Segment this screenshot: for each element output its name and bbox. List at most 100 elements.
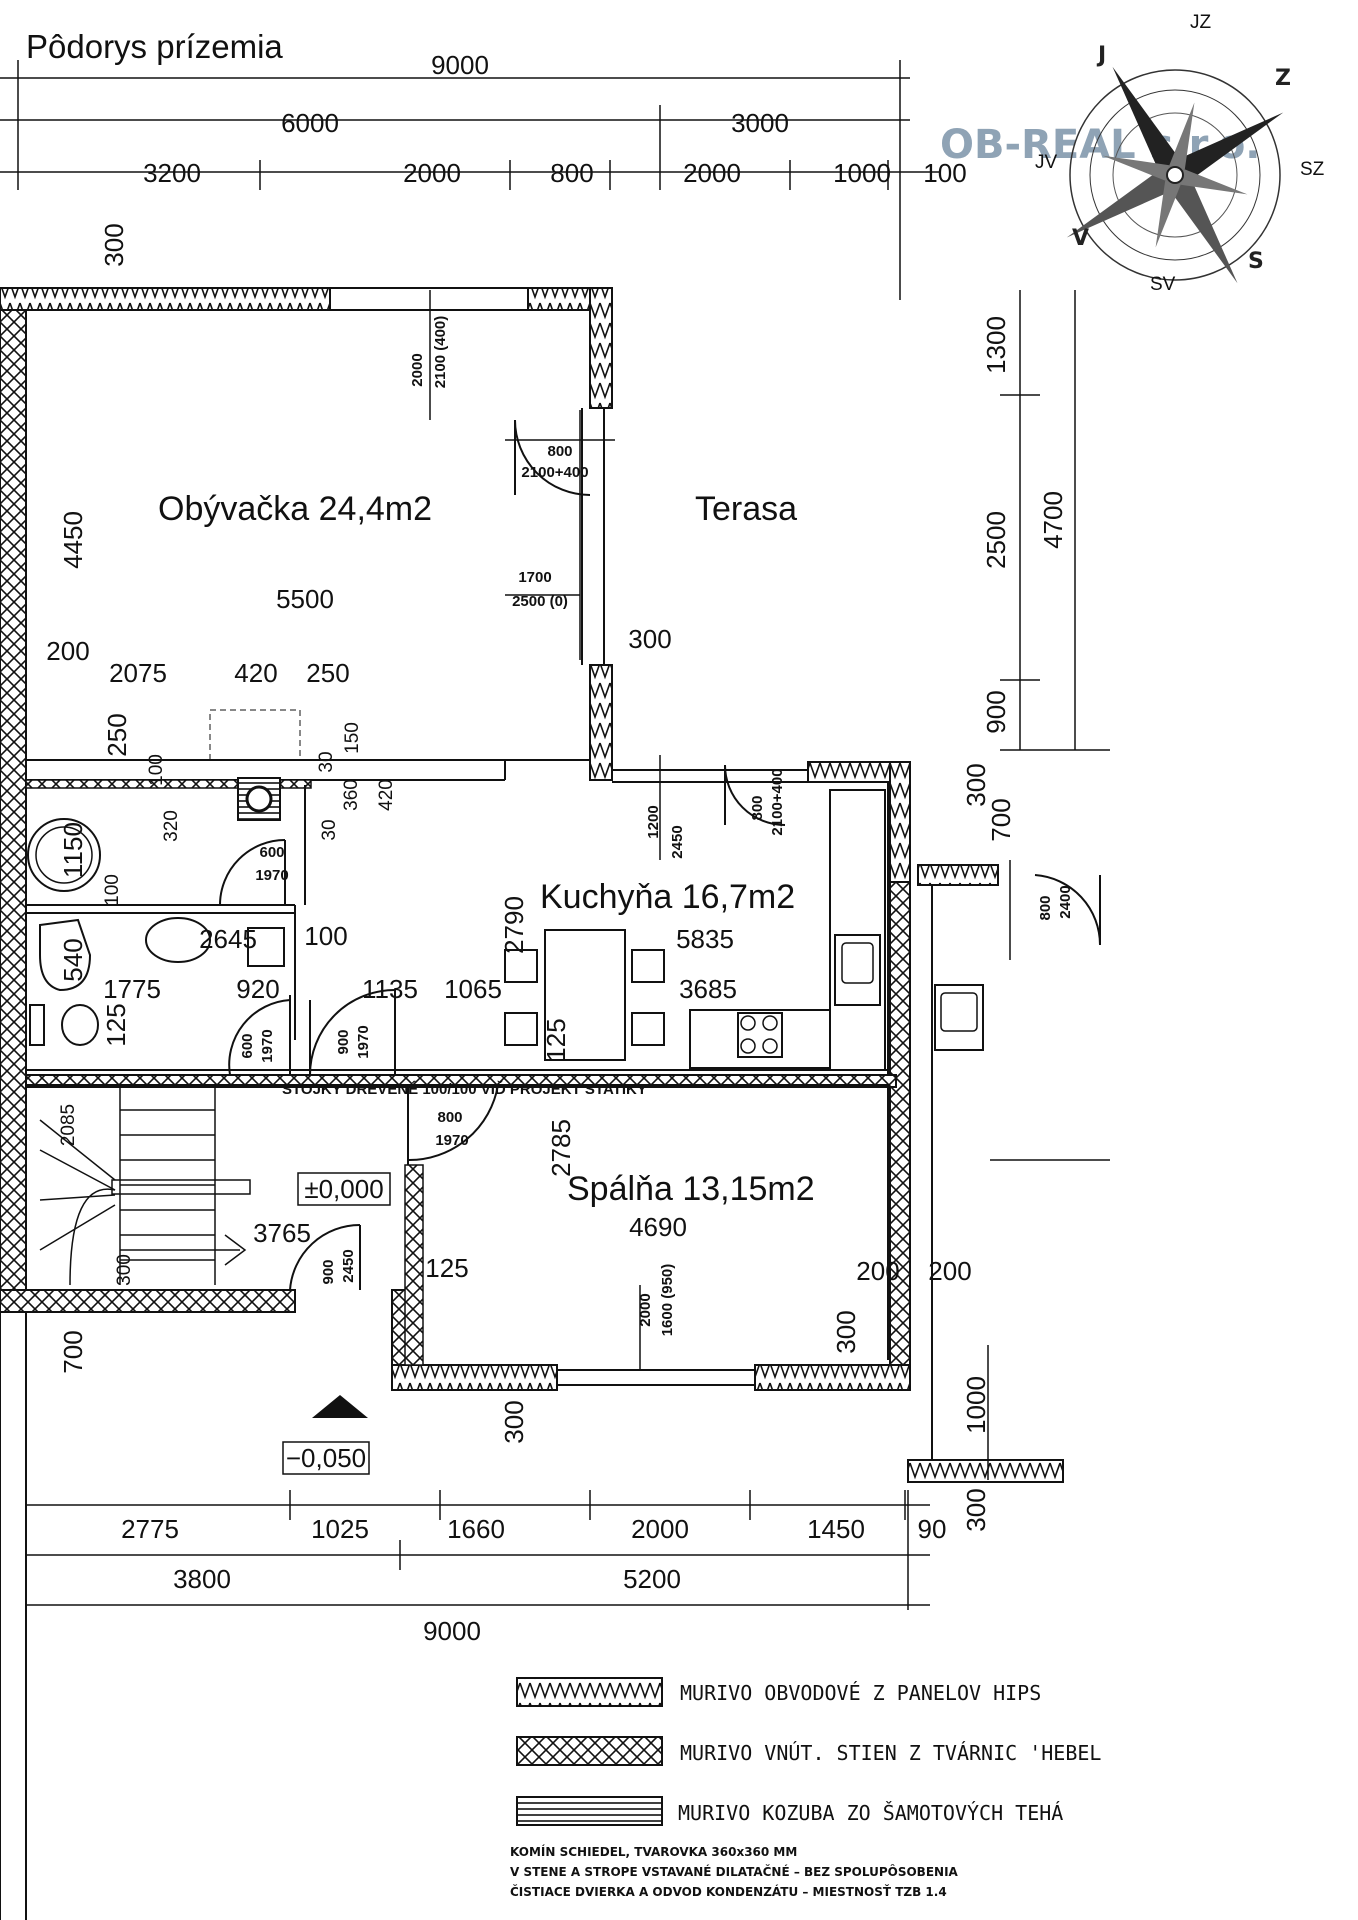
dim-bottom-2775: 2775 xyxy=(121,1514,179,1544)
level-box-main xyxy=(297,1172,391,1206)
opening-door-kitchen: 800 2100+400 xyxy=(749,768,786,835)
dim-bottom-3800: 3800 xyxy=(173,1564,231,1594)
compass-label-jv: JV xyxy=(1035,152,1058,173)
opening-win-living-top: 2000 2100 (400) xyxy=(409,316,449,389)
dim-300-stair: 300 xyxy=(114,1254,135,1286)
svg-text:2100+400: 2100+400 xyxy=(521,464,588,481)
dim-920: 920 xyxy=(236,974,279,1004)
dim-bottom-1450: 1450 xyxy=(807,1514,865,1544)
dim-100b: 100 xyxy=(102,874,123,906)
dim-300-bed: 300 xyxy=(831,1310,861,1353)
stojky-note: STOJKY DREVENÉ 100/100 VIĎ PROJEKT STATI… xyxy=(282,1080,647,1098)
compass-label-v: V xyxy=(1072,226,1089,251)
legend: MURIVO OBVODOVÉ Z PANELOV HIPS MURIVO VN… xyxy=(516,1677,1101,1826)
opening-win-bedroom: 2000 1600 (950) xyxy=(637,1264,676,1337)
note-line-3: ČISTIACE DVIERKA A ODVOD KONDENZÁTU – MI… xyxy=(510,1884,947,1899)
dim-2645: 2645 xyxy=(199,924,257,954)
dim-100c: 100 xyxy=(304,921,347,951)
level-main: ±0,000 xyxy=(304,1174,383,1204)
dim-bottom-5200: 5200 xyxy=(623,1564,681,1594)
opening-door-hall: 900 1970 xyxy=(335,1025,372,1058)
room-label-kitchen: Kuchyňa 16,7m2 xyxy=(540,878,795,916)
dim-top-800: 800 xyxy=(550,158,593,188)
dim-5835: 5835 xyxy=(676,924,734,954)
dimension-lines-top xyxy=(0,60,940,300)
svg-text:2000: 2000 xyxy=(637,1293,654,1326)
svg-text:1970: 1970 xyxy=(355,1025,372,1058)
dim-bottom-2000: 2000 xyxy=(631,1514,689,1544)
window-markers xyxy=(429,290,1011,1370)
dim-terrace-wall: 300 xyxy=(628,624,671,654)
compass-label-sz: SZ xyxy=(1300,159,1325,180)
opening-door-bath: 600 1970 xyxy=(239,1029,276,1062)
dim-top-100: 100 xyxy=(923,158,966,188)
svg-text:2100 (400): 2100 (400) xyxy=(432,316,449,389)
svg-text:900: 900 xyxy=(320,1259,337,1284)
dim-125c: 125 xyxy=(425,1253,468,1283)
dim-right-1300: 1300 xyxy=(981,316,1011,374)
dim-top-2000b: 2000 xyxy=(683,158,741,188)
level-outside: −0,050 xyxy=(286,1443,366,1473)
dim-125b: 125 xyxy=(541,1018,571,1061)
level-box-outside xyxy=(282,1441,370,1475)
room-label-bedroom: Spálňa 13,15m2 xyxy=(567,1170,815,1208)
svg-text:2450: 2450 xyxy=(340,1249,357,1282)
dim-bottom-90: 90 xyxy=(918,1514,947,1544)
svg-text:800: 800 xyxy=(1037,895,1054,920)
walls xyxy=(0,287,1110,1920)
room-label-living: Obývačka 24,4m2 xyxy=(158,490,432,528)
legend-label-hips: MURIVO OBVODOVÉ Z PANELOV HIPS xyxy=(680,1681,1041,1705)
compass-rose-icon xyxy=(1066,66,1284,284)
dim-right-300: 300 xyxy=(961,763,991,806)
svg-text:800: 800 xyxy=(437,1109,462,1126)
dim-top-1000: 1000 xyxy=(833,158,891,188)
opening-door-terrace: 800 2100+400 xyxy=(521,443,588,481)
dim-top-2000a: 2000 xyxy=(403,158,461,188)
dim-right-4700: 4700 xyxy=(1038,491,1068,549)
dim-200: 200 xyxy=(46,636,89,666)
dim-420b: 420 xyxy=(376,779,397,811)
svg-text:600: 600 xyxy=(259,844,284,861)
dim-420: 420 xyxy=(234,658,277,688)
legend-swatch-hips xyxy=(516,1677,663,1707)
dim-left-540: 540 xyxy=(58,938,88,981)
compass-label-jz: JZ xyxy=(1190,12,1212,33)
opening-win-terrace: 1700 2500 (0) xyxy=(512,569,568,610)
svg-text:1200: 1200 xyxy=(645,805,662,838)
svg-text:2500 (0): 2500 (0) xyxy=(512,593,568,610)
svg-text:1600 (950): 1600 (950) xyxy=(659,1264,676,1337)
svg-text:1970: 1970 xyxy=(255,867,288,884)
dim-3685: 3685 xyxy=(679,974,737,1004)
svg-text:1970: 1970 xyxy=(259,1029,276,1062)
svg-text:1970: 1970 xyxy=(435,1132,468,1149)
dim-right-300b: 300 xyxy=(961,1488,991,1531)
opening-door-entry: 900 2450 xyxy=(320,1249,357,1284)
dim-left-1150: 1150 xyxy=(58,822,88,878)
dim-1065: 1065 xyxy=(444,974,502,1004)
dim-top-6000: 6000 xyxy=(281,108,339,138)
dim-200c: 200 xyxy=(928,1256,971,1286)
dim-300-bot: 300 xyxy=(499,1400,529,1443)
dim-total-top: 9000 xyxy=(431,50,489,80)
legend-swatch-hebel xyxy=(516,1736,663,1766)
room-label-terrace: Terasa xyxy=(695,490,797,528)
dim-left-4450: 4450 xyxy=(58,511,88,569)
compass-label-sv: SV xyxy=(1150,274,1176,295)
door-swings xyxy=(219,419,1102,1291)
dim-bottom-total: 9000 xyxy=(423,1616,481,1646)
dim-30b: 30 xyxy=(319,819,340,840)
dim-living-width: 5500 xyxy=(276,584,334,614)
compass-label-z: Z xyxy=(1275,66,1291,91)
dim-2785: 2785 xyxy=(546,1119,576,1177)
compass-label-s: S xyxy=(1248,249,1264,274)
dim-2085: 2085 xyxy=(58,1104,79,1146)
legend-label-hebel: MURIVO VNÚT. STIEN Z TVÁRNIC 'HEBEL xyxy=(680,1741,1101,1765)
opening-door-ext: 800 2400 xyxy=(1037,885,1074,920)
dim-top-3000: 3000 xyxy=(731,108,789,138)
dim-bottom-1660: 1660 xyxy=(447,1514,505,1544)
dim-bottom-1025: 1025 xyxy=(311,1514,369,1544)
legend-swatch-kozub xyxy=(516,1796,663,1826)
dim-right-700: 700 xyxy=(986,798,1016,841)
dim-2790: 2790 xyxy=(499,896,529,954)
